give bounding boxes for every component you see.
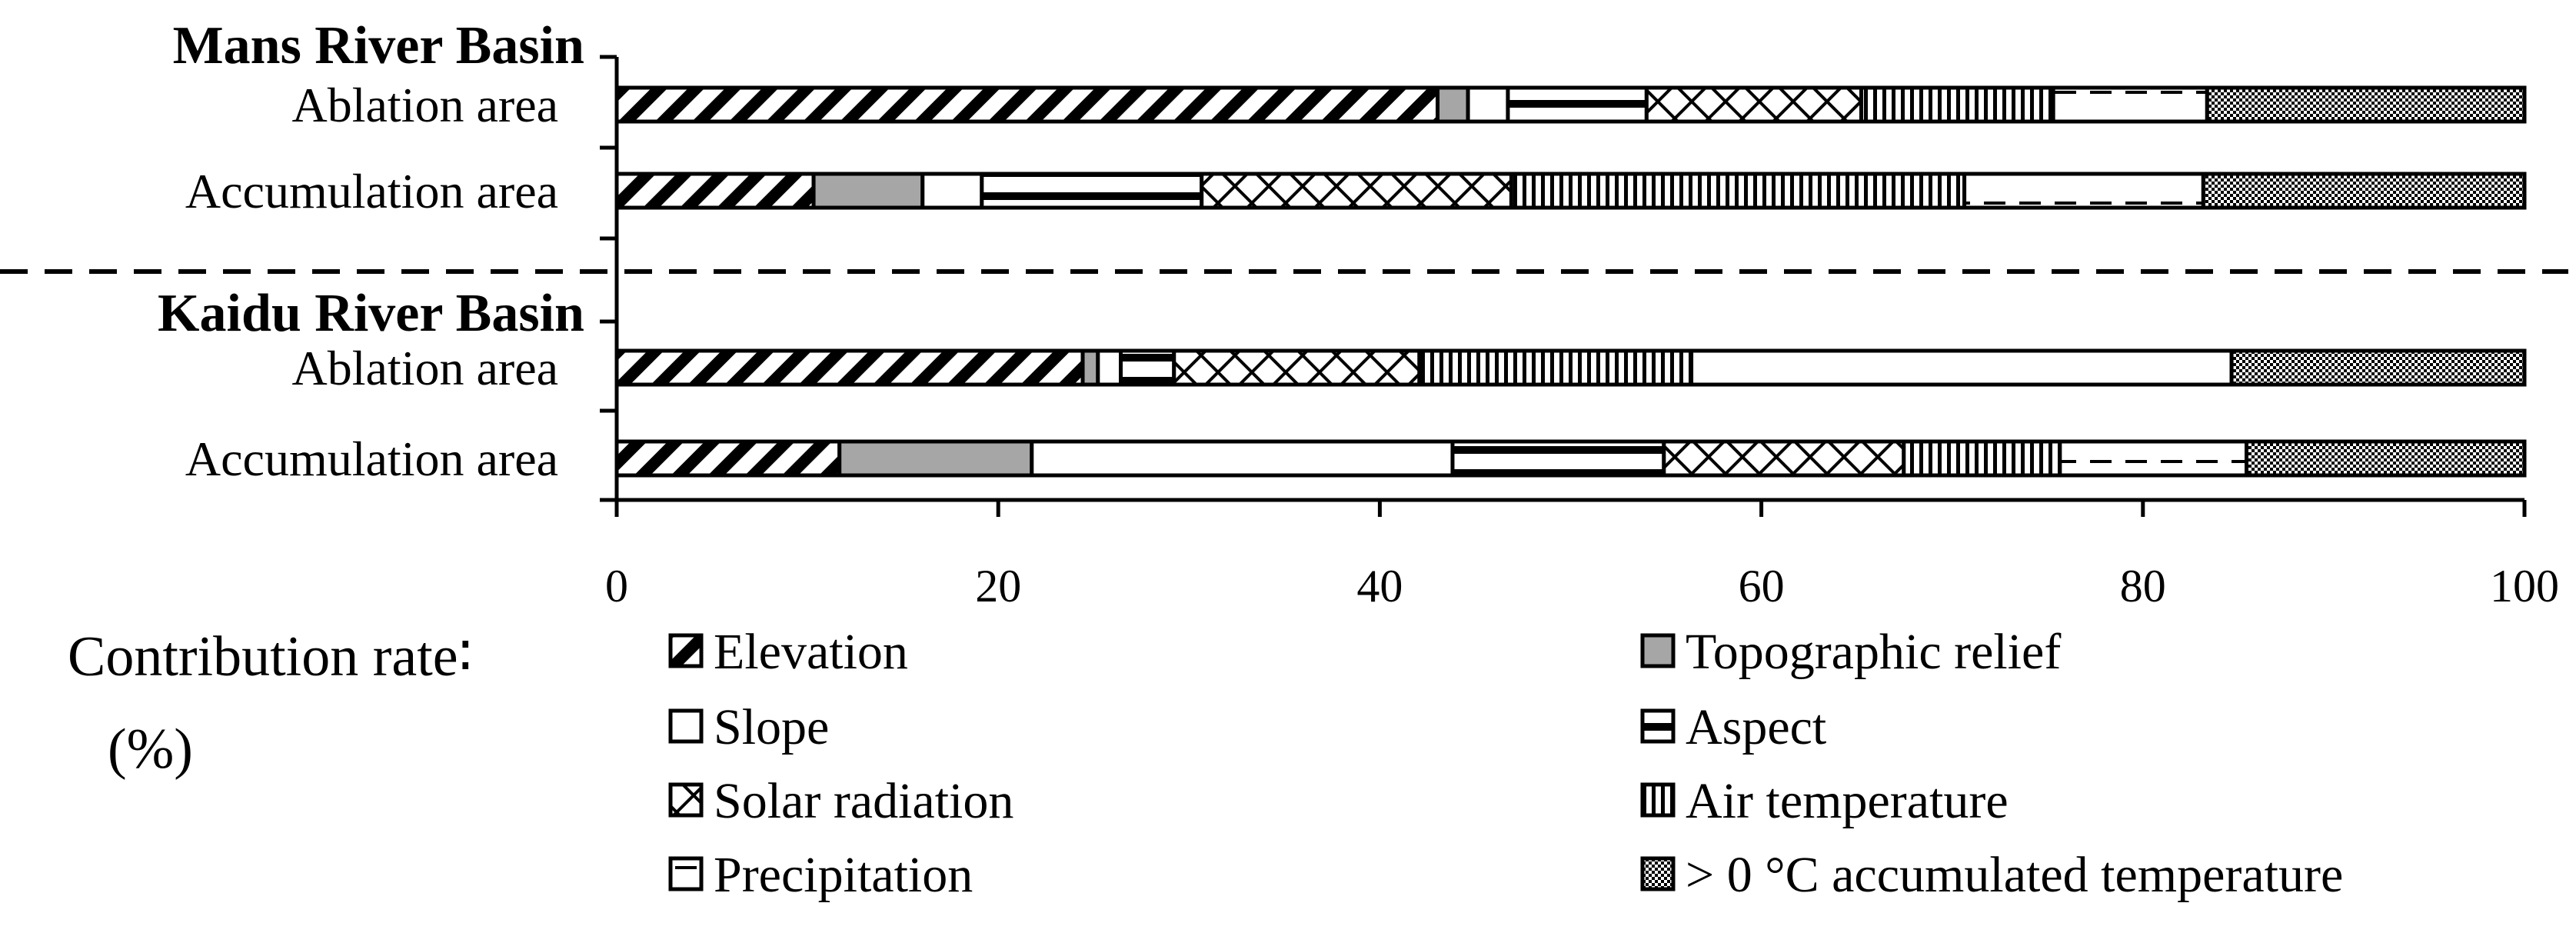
bar-segment-aspect	[1450, 439, 1666, 478]
x-tick-label: 20	[975, 561, 1021, 611]
bar-segment-topographic-relief	[837, 439, 1034, 478]
bar-segment-solar-radiation	[1662, 439, 1906, 478]
bars-layer	[614, 85, 2527, 478]
legend-swatch-elevation	[668, 633, 704, 668]
x-tick-label: 80	[2120, 561, 2166, 611]
bar-segment-slope	[1030, 439, 1455, 478]
bar-segment-precipitation	[1689, 348, 2234, 387]
row-label: Accumulation area	[185, 164, 558, 218]
legend-swatch-air-temperature	[1640, 782, 1676, 818]
legend-label-slope: Slope	[714, 699, 829, 755]
bar-segment-topographic-relief	[811, 172, 925, 210]
x-tick-label: 40	[1356, 561, 1403, 611]
legend-label-aspect: Aspect	[1686, 699, 1826, 755]
bar-segment-slope	[920, 172, 984, 210]
legend-swatch-slope	[668, 708, 704, 744]
bar-segment-elevation	[614, 85, 1440, 124]
basin-title-kaidu-river-basin: Kaidu River Basin	[158, 284, 584, 343]
bar-segment-elevation	[614, 172, 816, 210]
bar-segment-0-c-accumulated-temperature	[2201, 172, 2527, 210]
bar-segment-slope	[1466, 85, 1510, 124]
legend-label-topographic-relief: Topographic relief	[1686, 624, 2061, 680]
legend-swatch-topographic-relief	[1640, 633, 1676, 668]
legend-swatch-precipitation	[668, 856, 704, 891]
legend-label-0-c-accumulated-temperature: > 0 °C accumulated temperature	[1686, 847, 2343, 903]
bar-segment-0-c-accumulated-temperature	[2244, 439, 2527, 478]
basin-title-mans-river-basin: Mans River Basin	[173, 16, 584, 75]
bar-segment-air-temperature	[1859, 85, 2055, 124]
legend-label-elevation: Elevation	[714, 624, 908, 680]
x-axis-unit: (%)	[108, 718, 193, 781]
row-label: Ablation area	[292, 341, 559, 395]
bar-segment-solar-radiation	[1200, 172, 1513, 210]
bar-segment-0-c-accumulated-temperature	[2205, 85, 2527, 124]
bar-segment-air-temperature	[1902, 439, 2062, 478]
x-axis-label: Contribution rate∶	[68, 625, 473, 688]
row-label: Accumulation area	[185, 432, 558, 486]
bar-segment-air-temperature	[1509, 172, 1967, 210]
x-tick-label: 0	[605, 561, 628, 611]
bar-segment-slope	[1096, 348, 1123, 387]
legend-label-air-temperature: Air temperature	[1686, 773, 2009, 829]
bar-segment-topographic-relief	[1436, 85, 1470, 124]
bar-segment-topographic-relief	[1080, 348, 1100, 387]
legend-swatch-solar-radiation	[668, 782, 704, 818]
legend-swatch-aspect	[1640, 708, 1676, 744]
bar-segment-aspect	[1118, 348, 1177, 387]
bar-segment-precipitation	[2051, 85, 2209, 124]
bar-segment-elevation	[614, 439, 842, 478]
bar-segment-0-c-accumulated-temperature	[2229, 348, 2527, 387]
row-label: Ablation area	[292, 78, 559, 132]
bar-segment-solar-radiation	[1172, 348, 1422, 387]
bar-segment-elevation	[614, 348, 1085, 387]
legend-label-solar-radiation: Solar radiation	[714, 773, 1013, 829]
legend-swatch-0-c-accumulated-temperature	[1640, 856, 1676, 891]
legend-label-precipitation: Precipitation	[714, 847, 973, 903]
x-tick-label: 60	[1739, 561, 1785, 611]
x-axis: 0 20 40 60 80 100	[600, 55, 2559, 611]
bar-segment-air-temperature	[1417, 348, 1694, 387]
bar-segment-aspect	[980, 172, 1204, 210]
x-tick-label: 100	[2490, 561, 2559, 611]
bar-segment-solar-radiation	[1644, 85, 1864, 124]
bar-segment-precipitation	[2058, 439, 2248, 478]
bar-segment-precipitation	[1962, 172, 2205, 210]
bar-segment-aspect	[1506, 85, 1649, 124]
